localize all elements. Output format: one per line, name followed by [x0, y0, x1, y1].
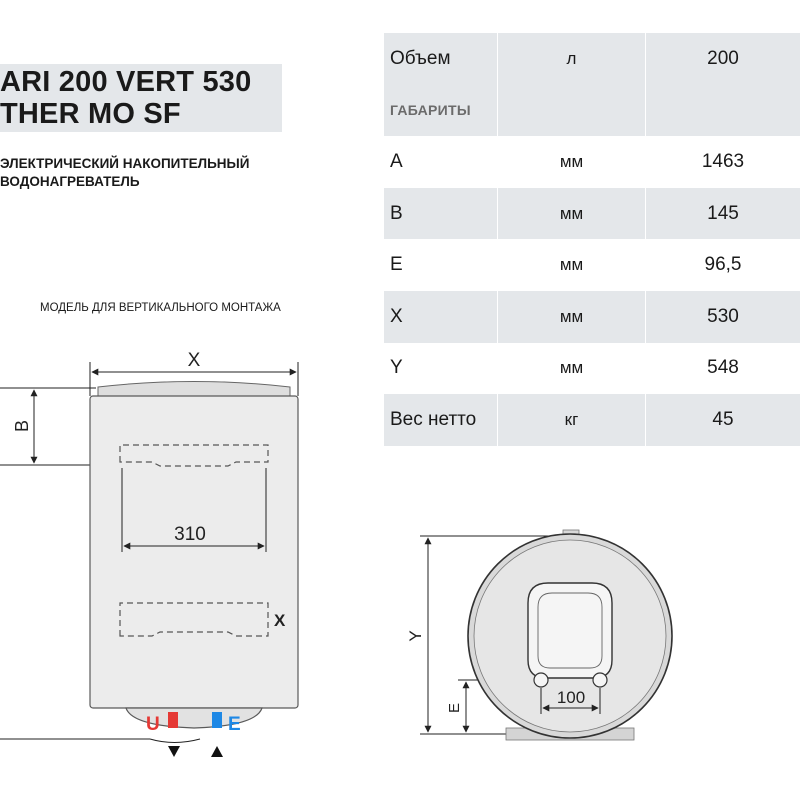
spec-row-dimensions-header: ГАБАРИТЫ [384, 84, 800, 137]
spec-param: B [390, 202, 403, 224]
dimension-100: 100 [540, 688, 601, 714]
spec-unit: л [497, 33, 646, 85]
spec-value: 145 [707, 202, 739, 224]
spec-param: Объем [390, 47, 451, 69]
outlet-e-label: E [228, 714, 241, 735]
product-title-line-1: ARI 200 VERT 530 [0, 66, 252, 98]
spec-param: X [390, 305, 403, 327]
hot-water-pipe [168, 712, 178, 728]
front-view-diagram: X B 310 X U E [0, 350, 299, 757]
spec-param: Вес нетто [390, 408, 477, 430]
spec-row-y: Y мм 548 [384, 343, 800, 395]
dimension-e-label: E [446, 703, 463, 713]
spec-row-b: B мм 145 [384, 187, 800, 240]
product-title-box: ARI 200 VERT 530 THER MO SF [0, 64, 282, 132]
tank-top-view [467, 529, 673, 741]
spec-value: 1463 [701, 150, 745, 172]
spec-row-x: X мм 530 [384, 290, 800, 343]
product-title-line-2: THER MO SF [0, 98, 181, 130]
upper-mounting-bracket [119, 444, 269, 552]
side-view-diagram: Y E 100 [406, 529, 673, 741]
dimension-310-label: 310 [174, 524, 206, 545]
water-connections: U E [0, 712, 241, 757]
dimension-y-label: Y [406, 630, 425, 641]
spec-unit: мм [497, 290, 646, 343]
cold-water-pipe [212, 712, 222, 728]
spec-value: 96,5 [704, 254, 742, 276]
spec-unit: мм [559, 358, 584, 378]
spec-unit: мм [559, 255, 584, 275]
spec-row-volume: Объем л 200 [384, 33, 800, 85]
product-subtitle-line-2: ВОДОНАГРЕВАТЕЛЬ [0, 174, 140, 189]
lower-mounting-bracket: X [119, 602, 286, 637]
spec-row-weight: Вес нетто кг 45 [384, 394, 800, 446]
product-subtitle: ЭЛЕКТРИЧЕСКИЙ НАКОПИТЕЛЬНЫЙ ВОДОНАГРЕВАТ… [0, 155, 249, 191]
spec-table: Объем л 200 ГАБАРИТЫ A мм 1463 B мм 145 … [384, 33, 800, 446]
down-arrow-icon [168, 746, 180, 757]
dimension-b-label: B [12, 420, 32, 432]
spec-unit: мм [559, 151, 584, 171]
spec-param: A [390, 150, 403, 172]
spec-value: 45 [712, 408, 734, 430]
spec-value: 200 [707, 47, 739, 69]
lower-bracket-x-label: X [274, 611, 286, 630]
tank-body [89, 381, 299, 729]
spec-section-label: ГАБАРИТЫ [390, 102, 471, 119]
dimension-310: 310 [123, 524, 265, 550]
spec-row-a: A мм 1463 [384, 136, 800, 188]
spec-param: E [390, 254, 403, 276]
spec-value: 548 [707, 357, 739, 379]
spec-unit: мм [497, 187, 646, 240]
dimension-x: X [89, 350, 299, 396]
up-arrow-icon [211, 746, 223, 757]
inlet-u-label: U [146, 714, 160, 735]
spec-param: Y [390, 357, 403, 379]
spec-value [646, 85, 800, 137]
spec-unit: кг [497, 394, 646, 446]
dimension-100-label: 100 [557, 688, 585, 707]
spec-row-e: E мм 96,5 [384, 239, 800, 291]
model-caption: МОДЕЛЬ ДЛЯ ВЕРТИКАЛЬНОГО МОНТАЖА [40, 302, 281, 314]
dimension-x-label: X [188, 350, 201, 371]
spec-value: 530 [707, 305, 739, 327]
spec-unit [497, 84, 646, 137]
product-subtitle-line-1: ЭЛЕКТРИЧЕСКИЙ НАКОПИТЕЛЬНЫЙ [0, 156, 250, 171]
